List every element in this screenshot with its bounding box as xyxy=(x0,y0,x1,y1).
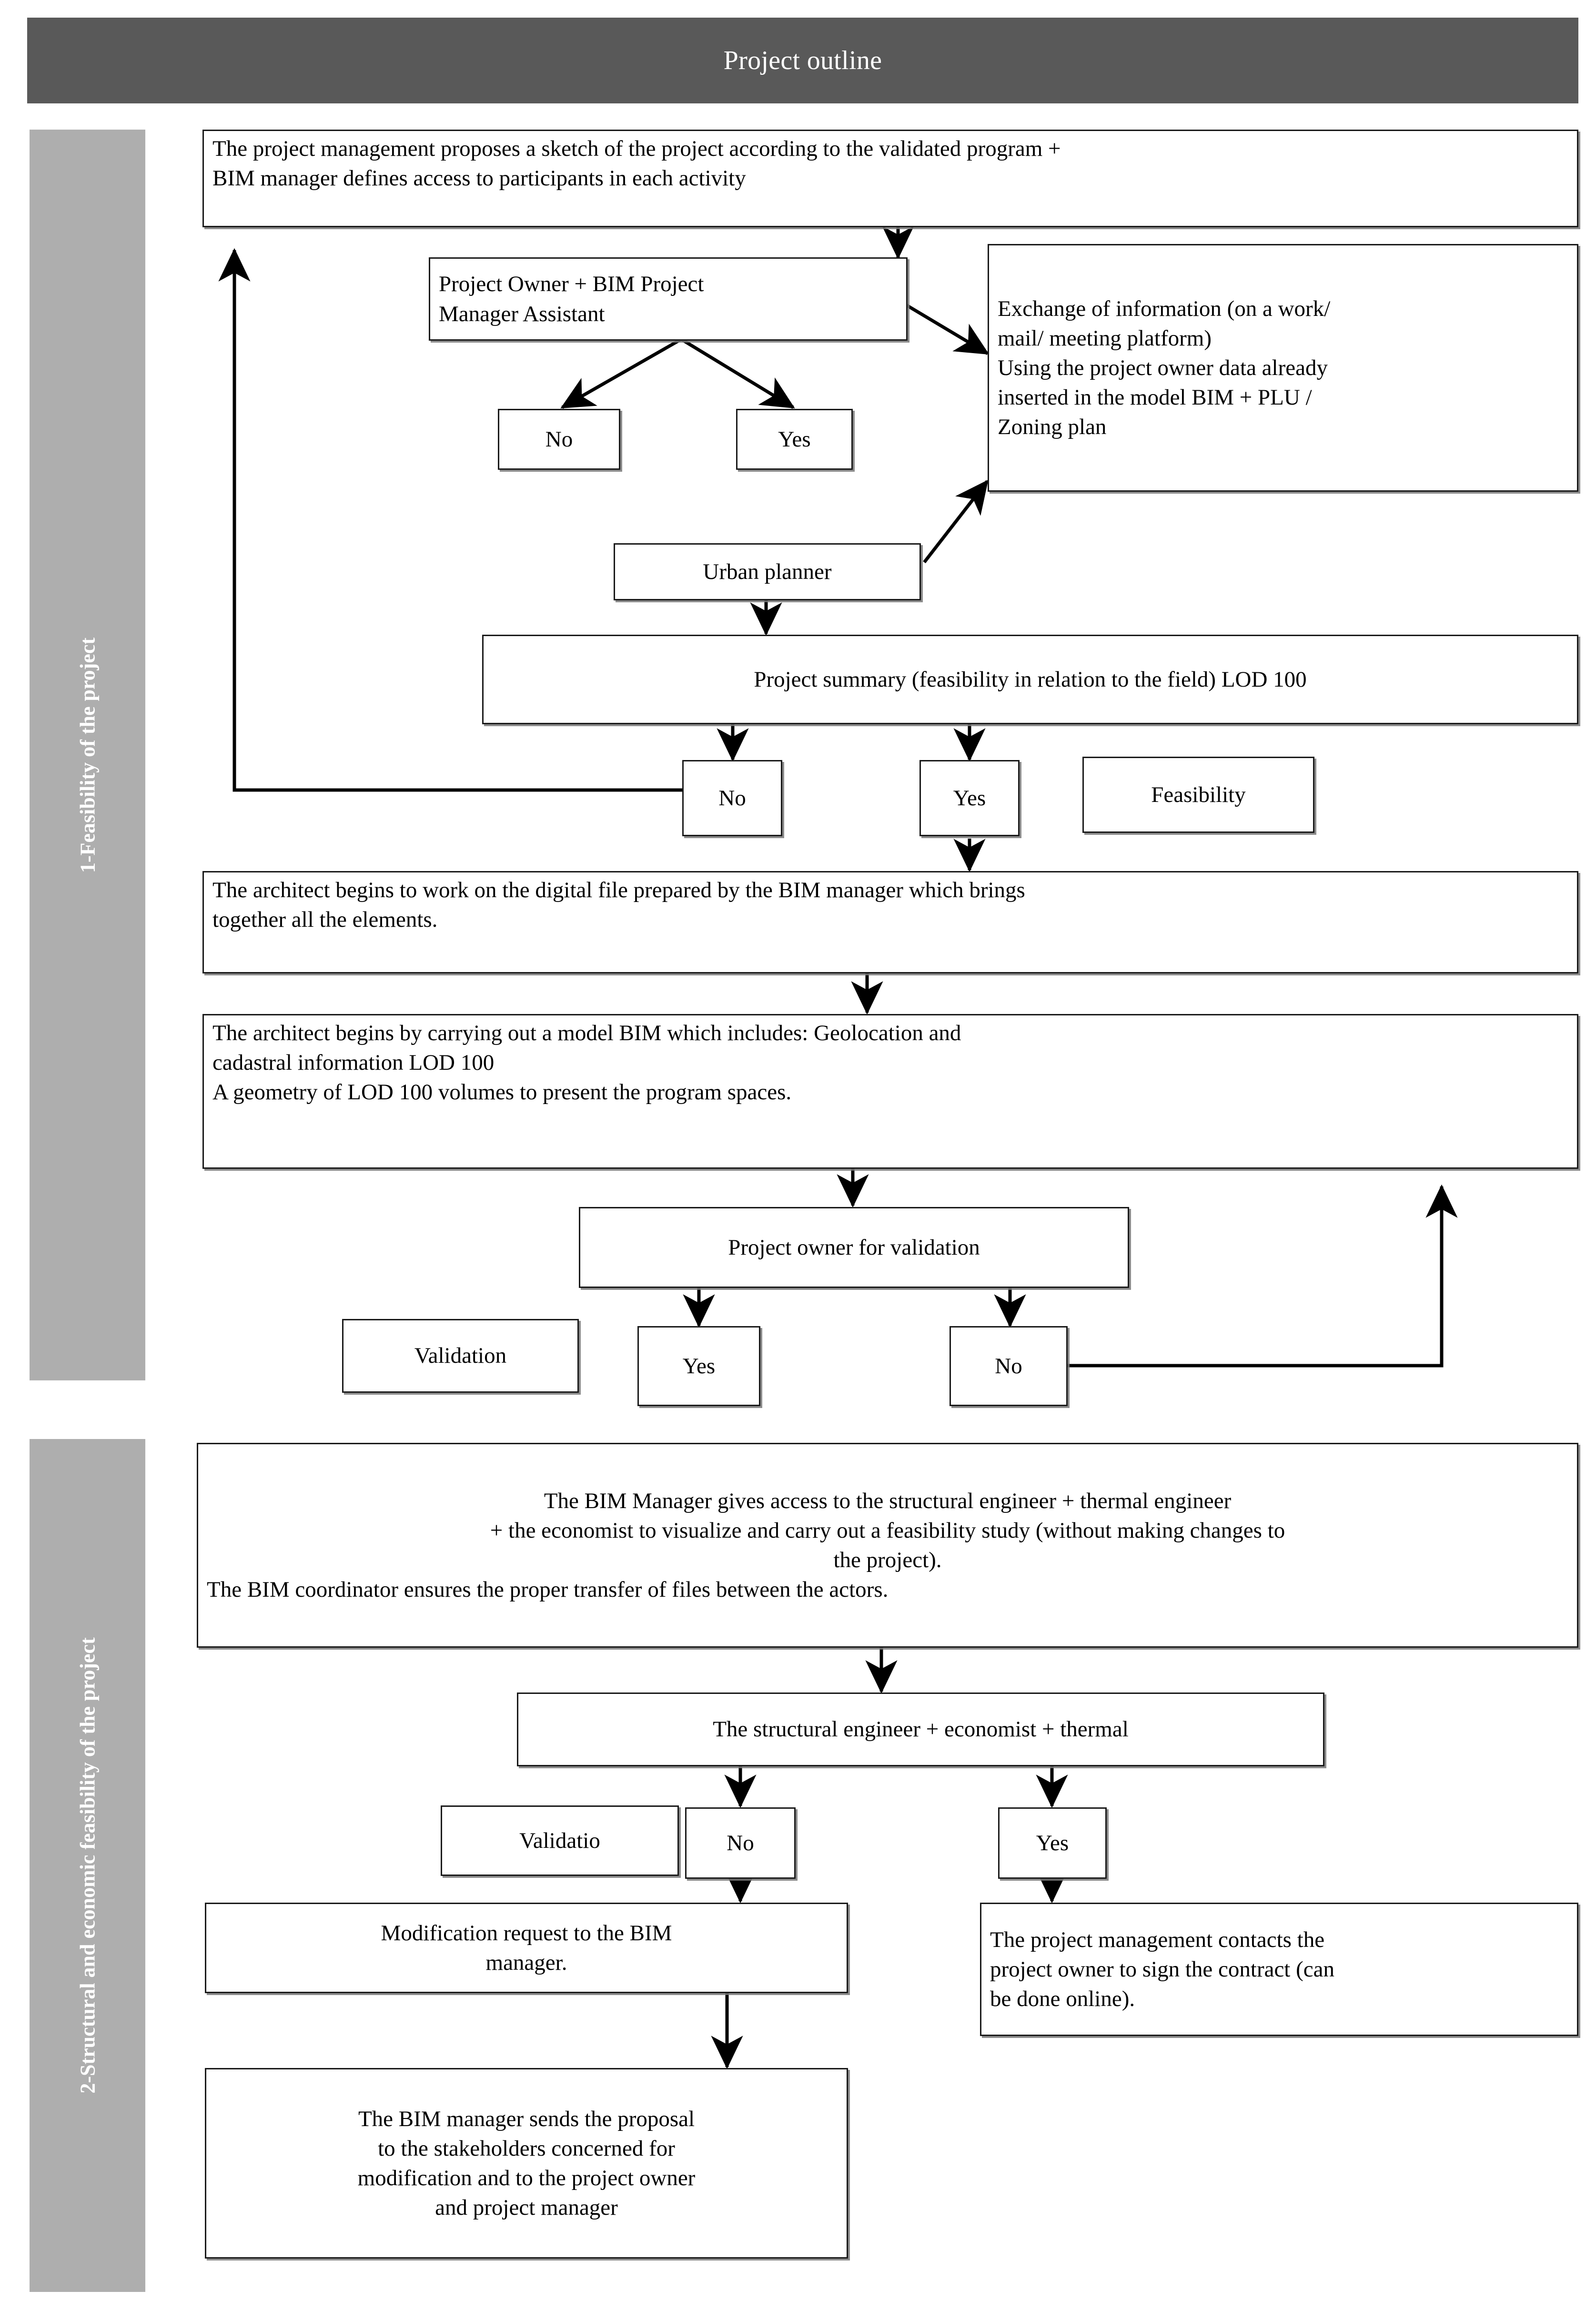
node-line-4: inserted in the model BIM + PLU / xyxy=(998,385,1312,410)
node-label: Project summary (feasibility in relation… xyxy=(754,667,1307,692)
band-feasibility: 1-Feasibility of the project xyxy=(30,130,145,1380)
node-line-2: manager. xyxy=(485,1950,567,1975)
node-architect-digital-file: The architect begins to work on the digi… xyxy=(202,871,1578,973)
node-label: No xyxy=(995,1353,1022,1378)
node-project-owner-for-validation: Project owner for validation xyxy=(579,1207,1129,1288)
node-line-1: Project Owner + BIM Project xyxy=(439,272,704,297)
page-title: Project outline xyxy=(723,46,882,75)
node-line-4: and project manager xyxy=(435,2195,618,2220)
node-label: Validation xyxy=(414,1343,507,1368)
node-line-2: mail/ meeting platform) xyxy=(998,325,1212,351)
node-label: No xyxy=(545,426,573,452)
node-team-decision-no: No xyxy=(685,1807,796,1879)
node-label: Project owner for validation xyxy=(728,1235,980,1260)
node-contact-project-owner-contract: The project management contacts the proj… xyxy=(980,1903,1578,2036)
node-line-3: Using the project owner data already xyxy=(998,355,1328,380)
node-label: Yes xyxy=(682,1353,716,1378)
node-line-2: project owner to sign the contract (can xyxy=(990,1956,1334,1982)
node-line-1: Exchange of information (on a work/ xyxy=(998,296,1331,321)
node-line-3: A geometry of LOD 100 volumes to present… xyxy=(212,1080,792,1105)
node-validation-legend: Validation xyxy=(342,1319,579,1393)
node-label: No xyxy=(718,785,746,811)
node-feasibility-legend: Feasibility xyxy=(1082,757,1314,833)
node-project-management-sketch: The project management proposes a sketch… xyxy=(202,130,1578,227)
node-line-1: The BIM Manager gives access to the stru… xyxy=(544,1488,1232,1513)
node-validation-decision-no: No xyxy=(950,1326,1068,1406)
node-project-summary-lod100: Project summary (feasibility in relation… xyxy=(482,635,1578,724)
band-structural-economic: 2-Structural and economic feasibility of… xyxy=(30,1439,145,2292)
node-label: Feasibility xyxy=(1151,782,1246,807)
band-structural-economic-label: 2-Structural and economic feasibility of… xyxy=(76,1637,99,2094)
band-feasibility-label: 1-Feasibility of the project xyxy=(76,637,99,873)
node-label: Urban planner xyxy=(703,559,832,584)
node-line-2: together all the elements. xyxy=(212,907,438,932)
node-exchange-of-information: Exchange of information (on a work/ mail… xyxy=(988,244,1578,492)
node-label: Yes xyxy=(953,785,986,811)
node-line-2: + the economist to visualize and carry o… xyxy=(490,1518,1285,1543)
node-label: The structural engineer + economist + th… xyxy=(713,1717,1129,1742)
node-line-3: be done online). xyxy=(990,1987,1135,2012)
node-bim-manager-sends-proposal: The BIM manager sends the proposal to th… xyxy=(205,2068,848,2259)
node-line-1: The architect begins by carrying out a m… xyxy=(212,1021,961,1045)
node-line-4: The BIM coordinator ensures the proper t… xyxy=(207,1577,889,1602)
node-line-1: The architect begins to work on the digi… xyxy=(212,878,1025,902)
node-validatio-legend: Validatio xyxy=(441,1805,679,1876)
node-project-owner-bim-assistant: Project Owner + BIM Project Manager Assi… xyxy=(429,257,908,341)
node-line-1: The project management contacts the xyxy=(990,1927,1325,1952)
node-label: Validatio xyxy=(519,1828,600,1853)
node-validation-decision-yes: Yes xyxy=(637,1326,760,1406)
node-urban-planner: Urban planner xyxy=(614,543,921,600)
node-line-1: The project management proposes a sketch… xyxy=(212,136,1061,161)
node-line-2: cadastral information LOD 100 xyxy=(212,1050,495,1075)
node-line-1: Modification request to the BIM xyxy=(381,1920,672,1946)
node-line-2: BIM manager defines access to participan… xyxy=(212,166,746,191)
node-structural-economist-thermal: The structural engineer + economist + th… xyxy=(517,1693,1324,1766)
node-label: Yes xyxy=(1036,1830,1069,1855)
node-summary-decision-yes: Yes xyxy=(919,760,1020,836)
node-line-3: modification and to the project owner xyxy=(357,2166,696,2190)
node-label: Yes xyxy=(778,426,811,452)
node-line-2: to the stakeholders concerned for xyxy=(378,2136,675,2161)
node-line-3: the project). xyxy=(833,1548,942,1572)
node-team-decision-yes: Yes xyxy=(998,1807,1107,1879)
node-label: No xyxy=(727,1830,754,1855)
node-summary-decision-no: No xyxy=(682,760,782,836)
node-line-5: Zoning plan xyxy=(998,415,1107,440)
node-modification-request: Modification request to the BIM manager. xyxy=(205,1903,848,1993)
node-owner-decision-yes: Yes xyxy=(736,409,853,470)
node-line-2: Manager Assistant xyxy=(439,301,605,326)
node-owner-decision-no: No xyxy=(498,409,620,470)
node-architect-model-bim: The architect begins by carrying out a m… xyxy=(202,1014,1578,1169)
node-bim-manager-gives-access: The BIM Manager gives access to the stru… xyxy=(197,1443,1578,1648)
page-title-bar: Project outline xyxy=(27,18,1578,103)
node-line-1: The BIM manager sends the proposal xyxy=(358,2106,695,2131)
